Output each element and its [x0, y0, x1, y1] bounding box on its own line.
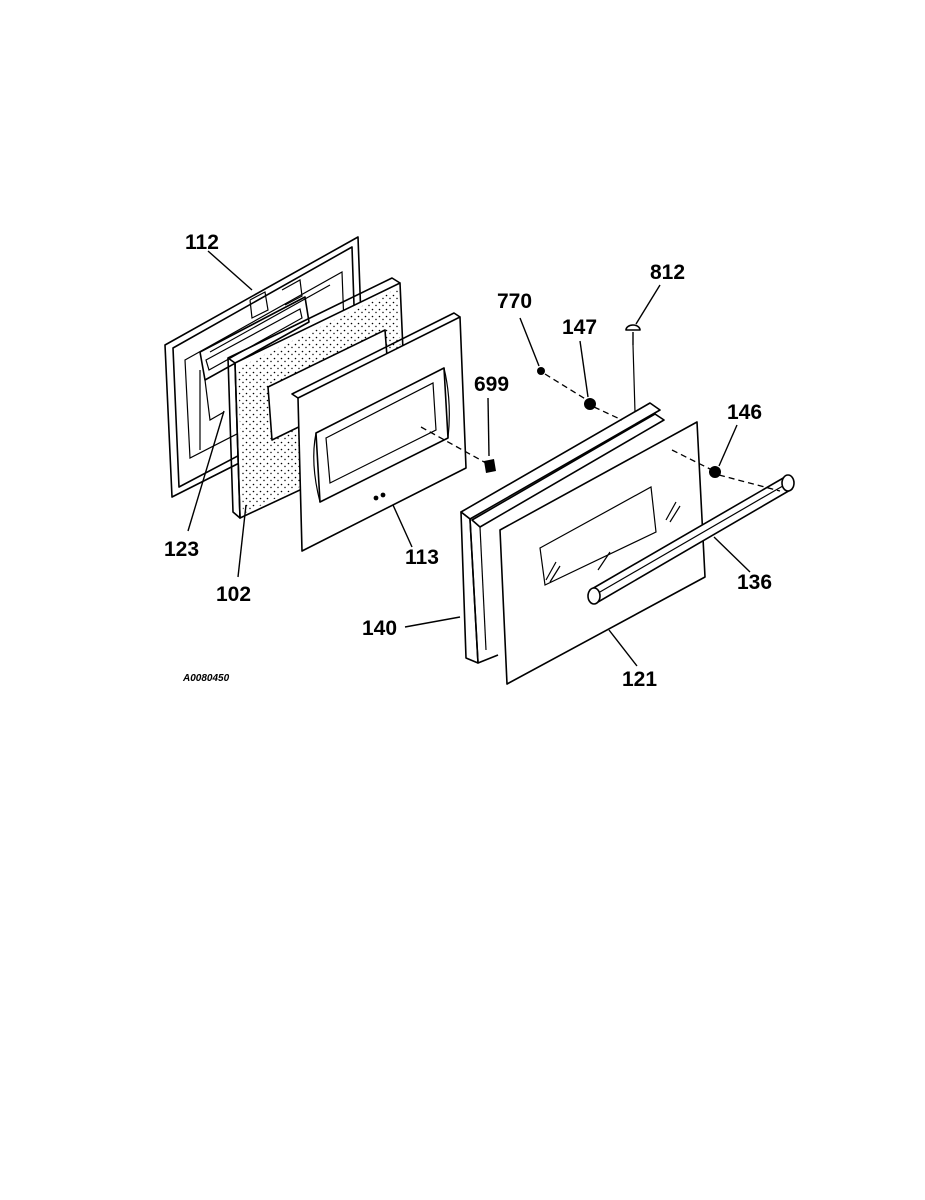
part-136-handle	[587, 474, 795, 605]
label-812: 812	[650, 261, 685, 284]
label-121: 121	[622, 668, 657, 691]
label-136: 136	[737, 571, 772, 594]
label-140: 140	[362, 617, 397, 640]
label-770: 770	[497, 290, 532, 313]
label-123: 123	[164, 538, 199, 561]
label-699: 699	[474, 373, 509, 396]
label-102: 102	[216, 583, 251, 606]
part-123-gasket	[199, 296, 310, 421]
label-146: 146	[727, 401, 762, 424]
part-121-outer-glass	[499, 421, 706, 685]
part-699-screw	[484, 459, 496, 473]
part-113-inner-panel	[291, 312, 467, 552]
part-labels: 112 123 102 113 699 770 147 812 146 136 …	[164, 231, 772, 691]
label-113: 113	[405, 546, 439, 569]
part-147-spacer	[584, 398, 596, 410]
part-812-screw	[625, 324, 641, 413]
label-112: 112	[185, 231, 219, 254]
part-140-door-frame	[460, 402, 665, 664]
part-770-clip	[537, 367, 545, 375]
label-147: 147	[562, 316, 597, 339]
diagram-reference-code: A0080450	[182, 673, 230, 684]
part-146-spacer	[709, 466, 721, 478]
assembly-lines	[420, 373, 781, 492]
leader-lines	[187, 250, 751, 667]
